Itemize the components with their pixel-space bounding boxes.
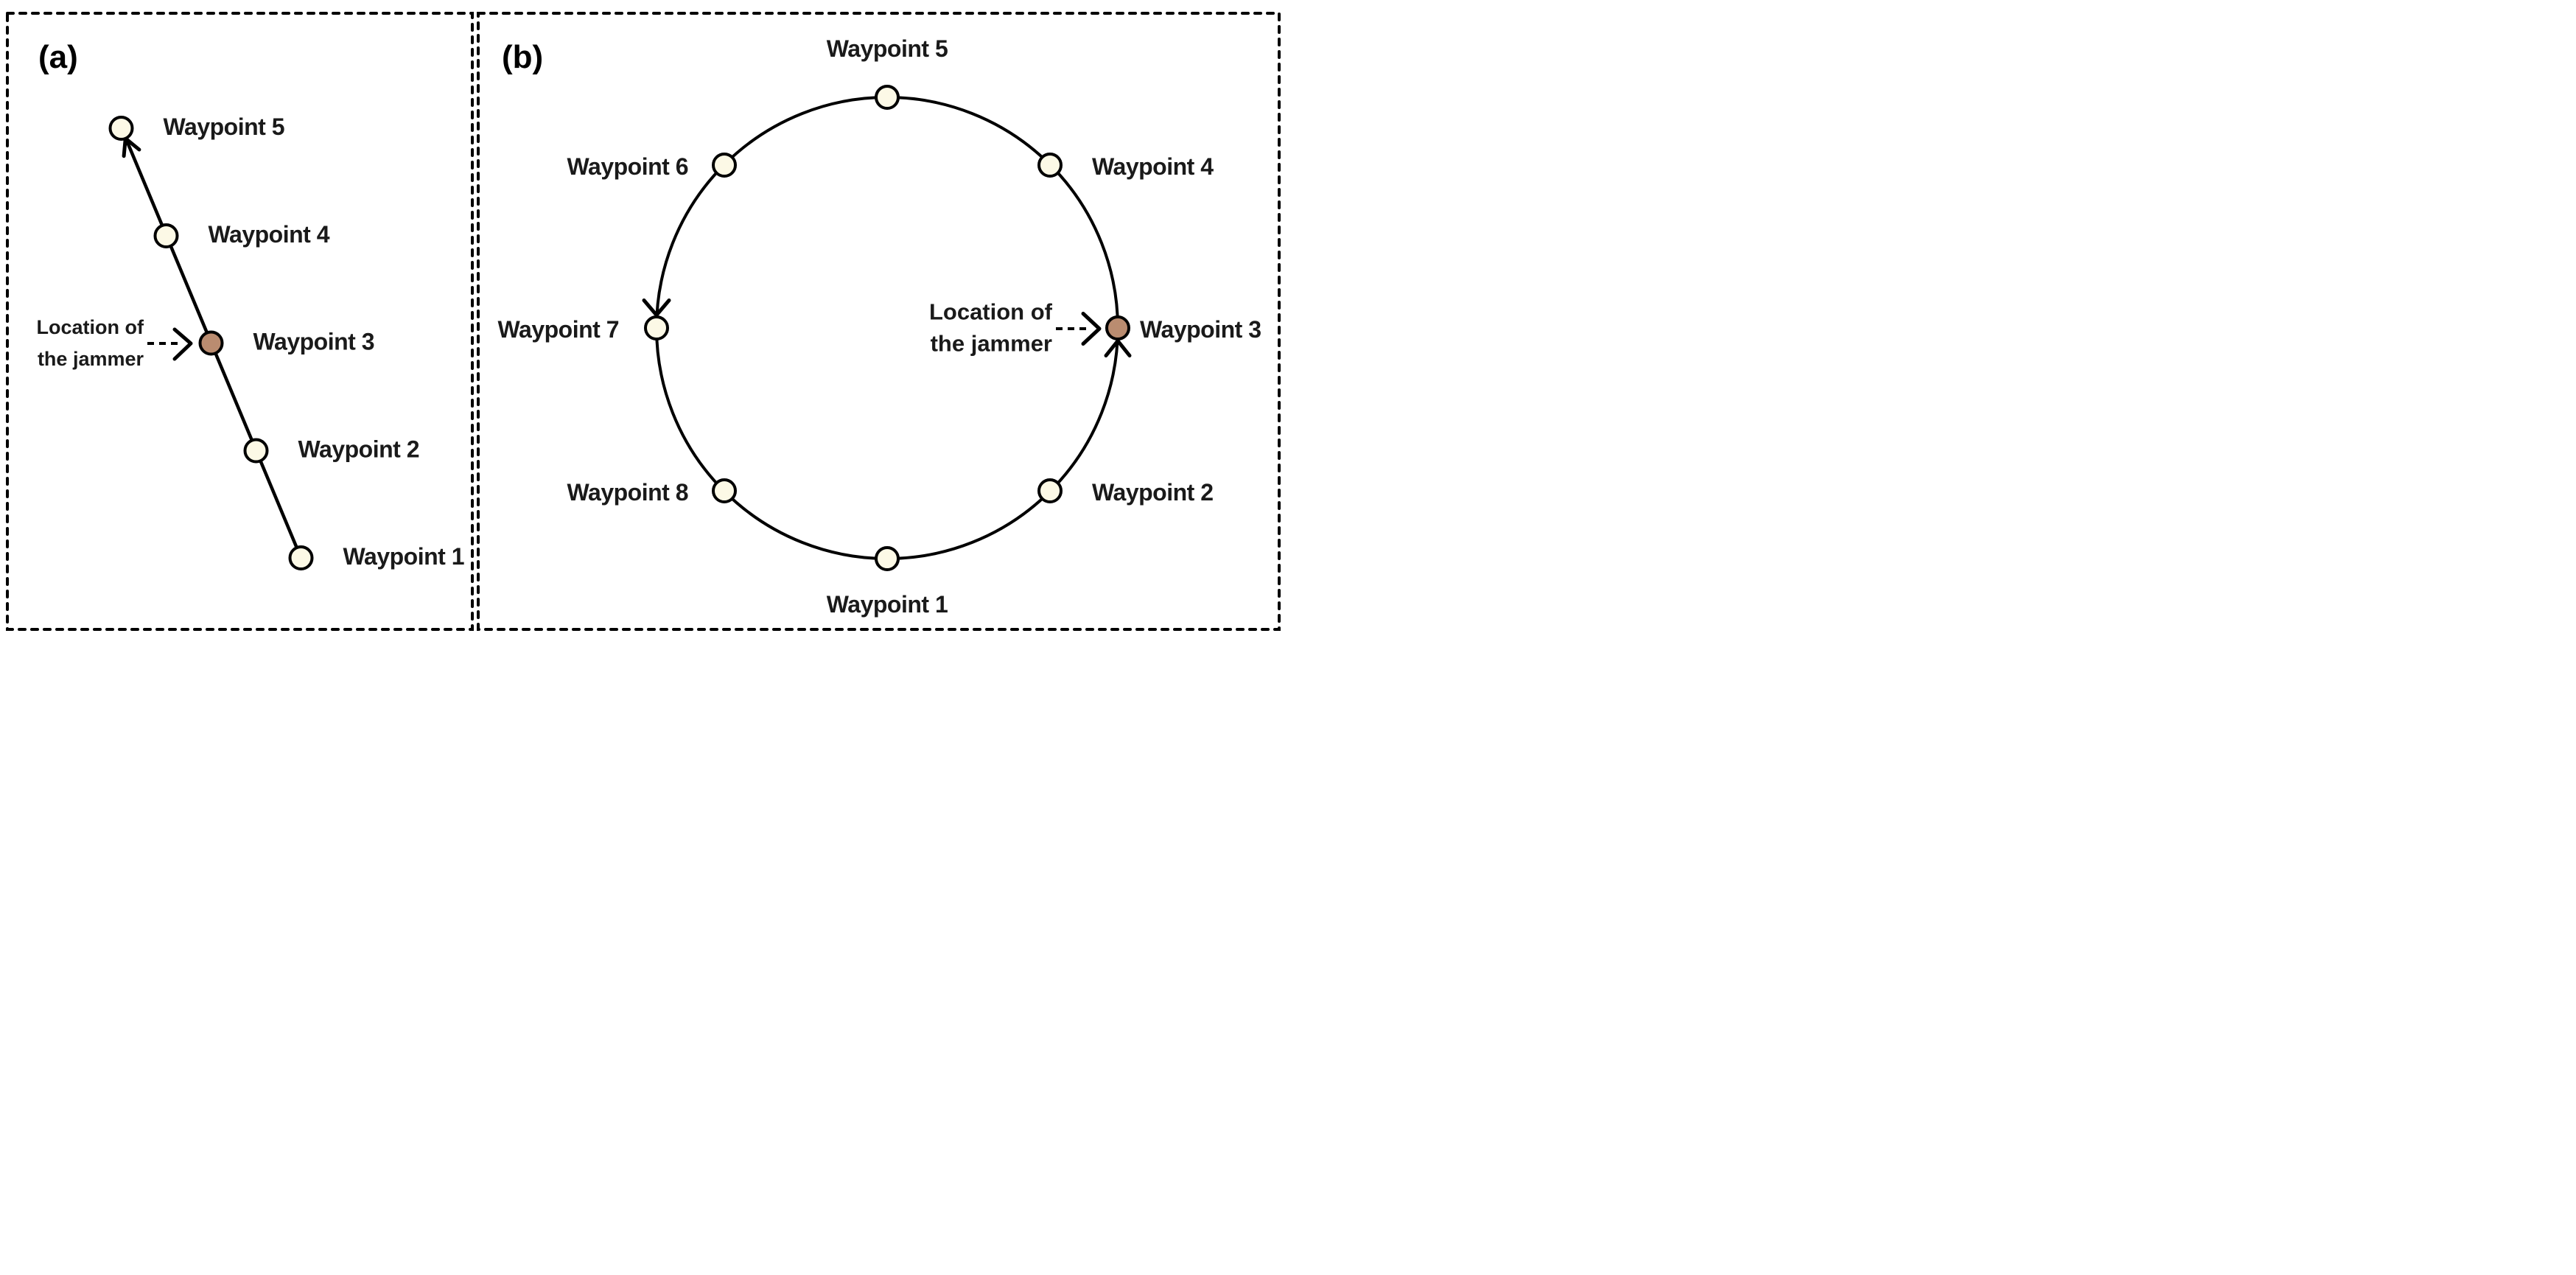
waypoint-marker-b7 — [644, 315, 669, 340]
waypoint-marker-b5 — [875, 85, 900, 110]
waypoint-label-b3: Waypoint 3 — [1140, 316, 1261, 343]
waypoint-marker-a4 — [153, 223, 179, 248]
panel-a-border — [6, 12, 474, 631]
waypoint-marker-a1 — [288, 545, 314, 570]
panel-b-label: (b) — [502, 39, 543, 75]
panel-b: (b) Waypoint 1 Waypoint 2 Waypoint 3 Way… — [477, 12, 1281, 631]
direction-arrowhead-near-w3-icon — [1104, 339, 1132, 357]
waypoint-label-b8: Waypoint 8 — [567, 479, 688, 506]
waypoint-label-a2: Waypoint 2 — [298, 436, 419, 463]
waypoint-marker-b1 — [875, 546, 900, 571]
waypoint-label-a1: Waypoint 1 — [343, 543, 464, 570]
figure-page: (a) Waypoint 1 Waypoint 2 Waypoint 3 Way… — [0, 0, 1288, 638]
waypoint-marker-a3-jammer — [198, 330, 224, 356]
waypoint-label-b4: Waypoint 4 — [1092, 153, 1214, 180]
panel-a: (a) Waypoint 1 Waypoint 2 Waypoint 3 Way… — [6, 12, 474, 631]
waypoint-label-b7: Waypoint 7 — [498, 316, 619, 343]
jammer-note-line2-b: the jammer — [931, 331, 1052, 357]
panel-b-border — [477, 12, 1281, 631]
jammer-pointer-arrowhead-icon-a — [172, 327, 193, 361]
waypoint-label-a5: Waypoint 5 — [164, 113, 284, 140]
waypoint-marker-b8 — [712, 478, 737, 503]
jammer-note-line2-a: the jammer — [38, 348, 144, 370]
waypoint-label-a3: Waypoint 3 — [253, 329, 374, 355]
waypoint-marker-b6 — [712, 153, 737, 178]
waypoint-label-b2: Waypoint 2 — [1092, 479, 1213, 506]
jammer-note-line1-a: Location of — [37, 316, 144, 338]
panel-a-label: (a) — [38, 39, 78, 75]
waypoint-marker-a2 — [243, 438, 269, 464]
waypoint-label-a4: Waypoint 4 — [209, 221, 330, 248]
waypoint-marker-b4 — [1037, 153, 1063, 178]
figure-canvas: (a) Waypoint 1 Waypoint 2 Waypoint 3 Way… — [6, 12, 1281, 631]
waypoint-marker-a5 — [108, 116, 134, 141]
direction-arrowhead-near-w7-icon — [642, 298, 671, 317]
waypoint-label-b5: Waypoint 5 — [827, 35, 948, 62]
waypoint-marker-b2 — [1037, 478, 1063, 503]
waypoint-marker-b3-jammer — [1105, 315, 1130, 340]
jammer-note-line1-b: Location of — [929, 299, 1053, 325]
waypoint-label-b1: Waypoint 1 — [827, 591, 948, 618]
waypoint-label-b6: Waypoint 6 — [567, 153, 688, 180]
jammer-pointer-arrowhead-icon-b — [1081, 312, 1102, 346]
